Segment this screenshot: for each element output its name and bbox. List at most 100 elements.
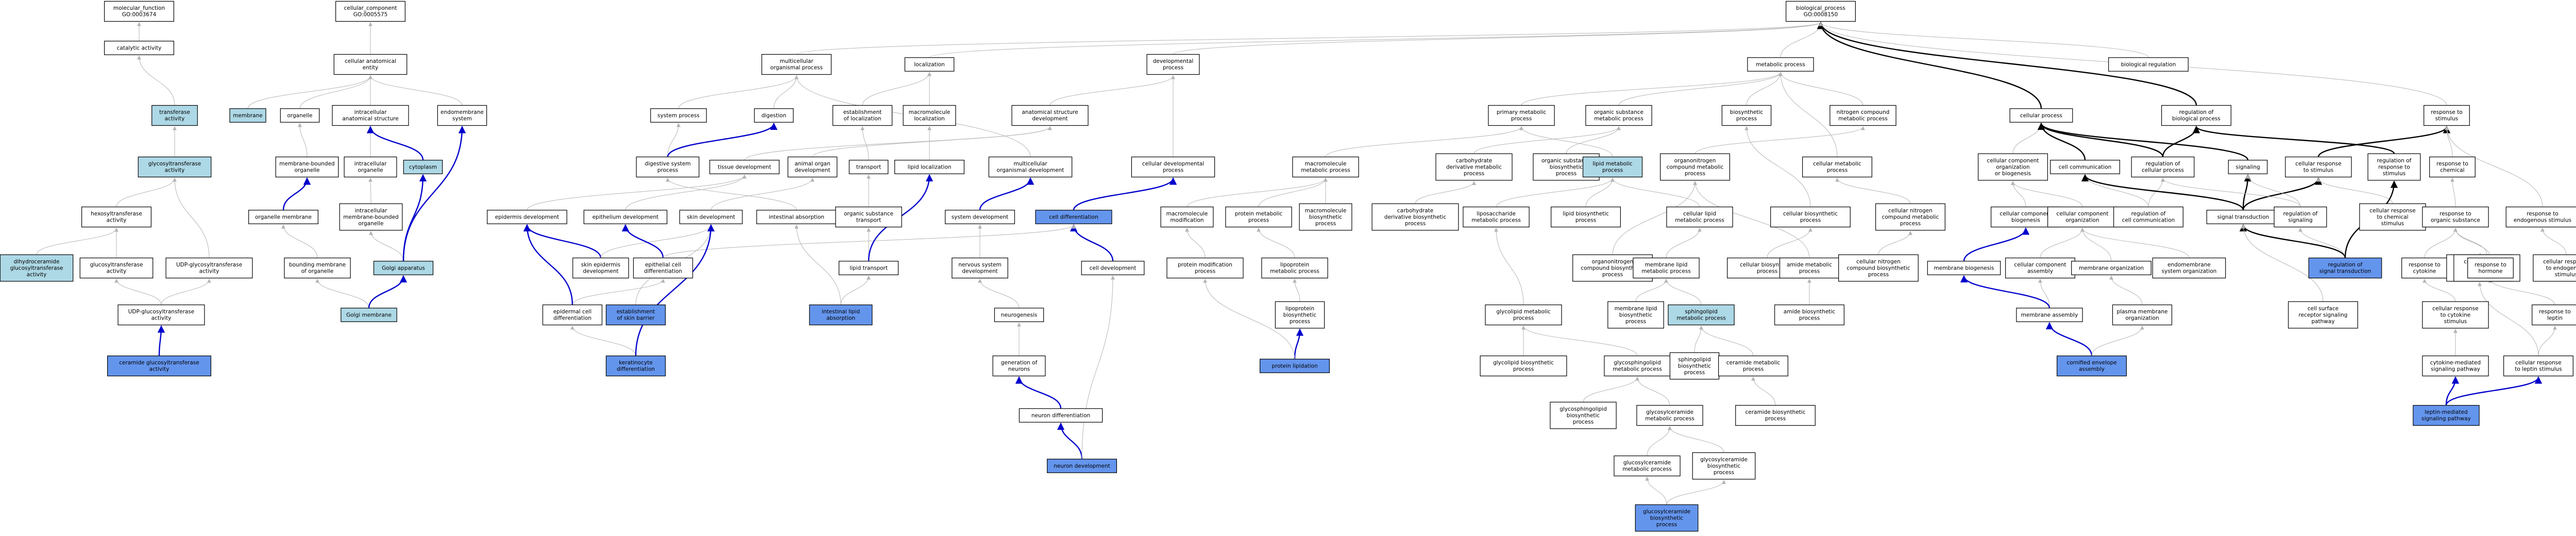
node-label: regulation of xyxy=(2328,262,2363,268)
node-label: metabolic process xyxy=(1270,269,1319,275)
is-a-edge xyxy=(2450,177,2456,207)
node-label: membrane organization xyxy=(2079,265,2144,271)
node-label: compound biosynthetic xyxy=(1846,265,1910,271)
is-a-edge xyxy=(678,75,799,109)
node-label: glycosyltransferase xyxy=(148,161,201,167)
node-label: response to xyxy=(2475,262,2506,268)
node-label: metabolic process xyxy=(1838,116,1888,122)
node-label: multicellular xyxy=(1013,161,1047,167)
is-a-edge xyxy=(570,325,636,356)
node-box xyxy=(79,257,154,279)
node-box xyxy=(248,210,319,224)
is-a-edge xyxy=(2012,123,2043,154)
node-box xyxy=(107,355,212,377)
is-a-edge xyxy=(2037,122,2249,161)
is-a-edge xyxy=(2246,174,2301,207)
node-label: transport xyxy=(856,164,882,170)
go-term-node: epithelium development xyxy=(583,210,668,224)
node-box xyxy=(679,210,743,224)
node-box xyxy=(2532,304,2576,326)
node-label: organelle xyxy=(294,167,319,174)
is-a-edge xyxy=(1073,177,1177,211)
node-box xyxy=(2367,153,2421,181)
node-label: process xyxy=(1602,167,1623,174)
is-a-edge xyxy=(1635,278,1668,302)
node-label: metabolic process xyxy=(1594,116,1643,122)
node-label: protein lipidation xyxy=(1272,363,1317,369)
node-label: glycolipid biosynthetic xyxy=(1493,360,1554,366)
node-box xyxy=(2108,57,2189,72)
node-label: process xyxy=(1685,171,1705,177)
node-box xyxy=(2422,355,2489,377)
node-box xyxy=(81,206,152,228)
node-box xyxy=(1774,304,1845,326)
node-box xyxy=(1779,257,1840,279)
is-a-edge xyxy=(860,126,869,160)
node-label: epidermal cell xyxy=(553,309,591,315)
node-label: process xyxy=(1464,171,1484,177)
node-label: organization xyxy=(2065,217,2099,224)
node-label: metabolic process xyxy=(1675,217,1724,224)
node-label: organismal process xyxy=(770,65,823,71)
is-a-edge xyxy=(2422,278,2456,302)
go-term-node: localization xyxy=(904,57,955,72)
node-label: organonitrogen xyxy=(1592,259,1634,265)
node-label: process xyxy=(1575,217,1596,224)
node-box xyxy=(633,257,693,279)
is-a-edge xyxy=(315,278,369,308)
node-label: signaling pathway xyxy=(2431,366,2480,373)
node-label: macromolecule xyxy=(1305,161,1347,167)
node-label: organelle xyxy=(358,221,383,227)
is-a-edge xyxy=(1668,426,1724,453)
node-box xyxy=(1635,504,1699,532)
node-label: of localization xyxy=(844,116,882,122)
node-label: glycosphingolipid xyxy=(1614,360,1661,366)
is-a-edge xyxy=(2080,227,2112,261)
node-label: activity xyxy=(149,366,170,373)
node-label: cellular nitrogen xyxy=(1888,208,1933,214)
is-a-edge xyxy=(247,75,372,109)
node-box xyxy=(1669,352,1720,380)
node-box xyxy=(2308,257,2382,279)
is-a-edge xyxy=(2453,227,2487,255)
node-box xyxy=(1463,206,1530,228)
node-label: process xyxy=(1757,269,1777,275)
node-label: biogenesis xyxy=(2011,217,2040,224)
node-box xyxy=(1829,105,1896,126)
node-box xyxy=(344,156,397,178)
is-a-edge xyxy=(1817,22,2042,109)
node-box xyxy=(1146,54,1200,75)
is-a-edge xyxy=(2298,227,2346,258)
node-label: ceramide glucosyltransferase xyxy=(119,360,199,366)
node-box xyxy=(1660,153,1731,181)
node-label: organization xyxy=(2125,315,2159,322)
node-label: activity xyxy=(165,167,185,174)
node-box xyxy=(1633,257,1700,279)
is-a-edge xyxy=(1057,422,1083,459)
go-term-node: membrane assembly xyxy=(2016,308,2083,322)
node-label: epidermis development xyxy=(495,214,560,220)
is-a-edge xyxy=(1519,126,1613,157)
node-box xyxy=(1371,203,1459,231)
node-box xyxy=(1160,206,1214,228)
is-a-edge xyxy=(1496,177,1615,207)
node-label: organization xyxy=(1996,164,2029,170)
go-term-node: tissue development xyxy=(709,160,779,174)
node-box xyxy=(2009,108,2073,123)
node-label: development xyxy=(583,269,618,275)
